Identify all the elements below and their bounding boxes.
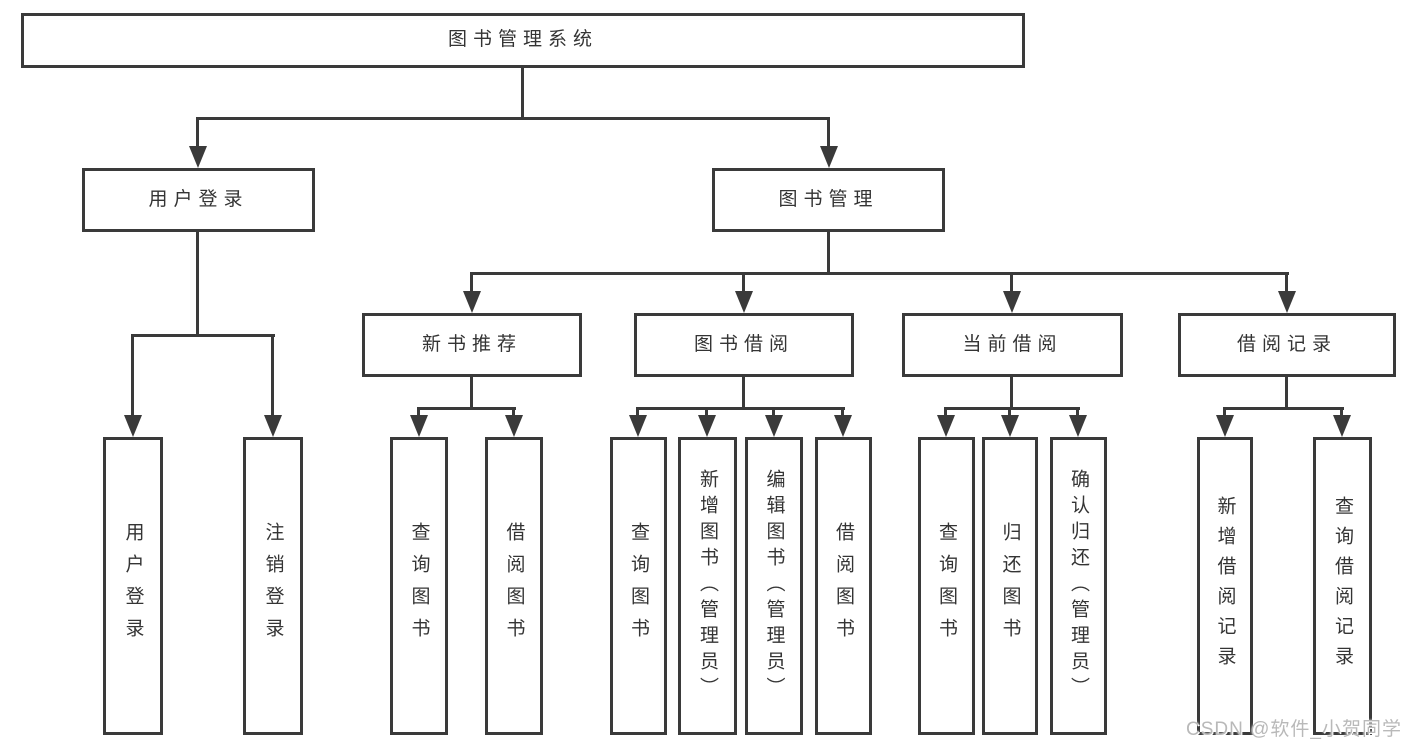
connector-line — [1285, 272, 1288, 295]
connector-line — [944, 407, 947, 420]
connector-line — [636, 407, 845, 410]
leaf-label: 确认归还（管理员） — [1068, 469, 1089, 703]
leaf-label: 查询图书 — [408, 522, 430, 650]
leaf-user-login: 用户登录 — [103, 437, 163, 735]
connector-line — [827, 232, 830, 275]
connector-line — [705, 407, 708, 420]
connector-line — [1008, 407, 1011, 420]
connector-line — [841, 407, 844, 420]
leaf-logout: 注销登录 — [243, 437, 303, 735]
leaf-add-books-admin: 新增图书（管理员） — [678, 437, 737, 735]
connector-line — [196, 117, 830, 120]
connector-line — [827, 117, 830, 150]
leaf-label: 编辑图书（管理员） — [763, 469, 785, 703]
leaf-return-books: 归还图书 — [982, 437, 1038, 735]
connector-line — [1010, 272, 1013, 295]
arrowhead — [1333, 415, 1351, 437]
node-label: 图书管理 — [778, 188, 879, 210]
connector-line — [1223, 407, 1226, 420]
connector-line — [742, 272, 745, 295]
node-root-library-system: 图书管理系统 — [21, 13, 1025, 68]
leaf-label: 查询图书 — [936, 522, 957, 650]
connector-line — [470, 272, 1289, 275]
connector-line — [196, 232, 199, 337]
arrowhead — [410, 415, 428, 437]
arrowhead — [820, 146, 838, 168]
node-label: 图书借阅 — [693, 333, 794, 355]
leaf-query-books-borrow: 查询图书 — [610, 437, 667, 735]
connector-line — [1285, 377, 1288, 410]
node-book-management: 图书管理 — [712, 168, 945, 232]
arrowhead — [765, 415, 783, 437]
leaf-query-books-current: 查询图书 — [918, 437, 975, 735]
leaf-query-borrow-record: 查询借阅记录 — [1313, 437, 1372, 735]
connector-line — [1010, 377, 1013, 410]
node-label: 新书推荐 — [421, 333, 522, 355]
arrowhead — [463, 291, 481, 313]
connector-line — [1223, 407, 1344, 410]
leaf-label: 用户登录 — [122, 522, 144, 650]
connector-line — [512, 407, 515, 420]
leaf-borrow-books-recommend: 借阅图书 — [485, 437, 543, 735]
node-label: 图书管理系统 — [447, 29, 598, 51]
connector-line — [271, 334, 274, 420]
node-borrow-records: 借阅记录 — [1178, 313, 1396, 377]
node-current-borrow: 当前借阅 — [902, 313, 1123, 377]
arrowhead — [264, 415, 282, 437]
arrowhead — [1001, 415, 1019, 437]
node-user-login: 用户登录 — [82, 168, 315, 232]
node-label: 当前借阅 — [962, 333, 1063, 355]
connector-line — [944, 407, 1080, 410]
leaf-edit-books-admin: 编辑图书（管理员） — [745, 437, 803, 735]
node-book-borrow: 图书借阅 — [634, 313, 854, 377]
connector-line — [636, 407, 639, 420]
connector-line — [131, 334, 275, 337]
arrowhead — [1069, 415, 1087, 437]
connector-line — [417, 407, 516, 410]
arrowhead — [1278, 291, 1296, 313]
connector-line — [470, 377, 473, 410]
leaf-label: 查询借阅记录 — [1332, 496, 1353, 676]
arrowhead — [505, 415, 523, 437]
leaf-query-books-recommend: 查询图书 — [390, 437, 448, 735]
arrowhead — [629, 415, 647, 437]
node-label: 用户登录 — [148, 188, 249, 210]
connector-line — [772, 407, 775, 420]
leaf-label: 新增图书（管理员） — [697, 469, 718, 703]
connector-line — [521, 68, 524, 120]
arrowhead — [124, 415, 142, 437]
leaf-label: 借阅图书 — [833, 522, 854, 650]
arrowhead — [189, 146, 207, 168]
arrowhead — [735, 291, 753, 313]
leaf-borrow-books: 借阅图书 — [815, 437, 872, 735]
leaf-label: 借阅图书 — [503, 522, 525, 650]
arrowhead — [1216, 415, 1234, 437]
node-label: 借阅记录 — [1236, 333, 1337, 355]
node-new-book-recommend: 新书推荐 — [362, 313, 582, 377]
connector-line — [470, 272, 473, 295]
connector-line — [417, 407, 420, 420]
leaf-label: 查询图书 — [628, 522, 649, 650]
leaf-label: 归还图书 — [999, 522, 1021, 650]
leaf-add-borrow-record: 新增借阅记录 — [1197, 437, 1253, 735]
arrowhead — [698, 415, 716, 437]
csdn-watermark: CSDN @软件_小贺同学 — [1186, 719, 1402, 740]
connector-line — [1076, 407, 1079, 420]
connector-line — [1340, 407, 1343, 420]
arrowhead — [1003, 291, 1021, 313]
connector-line — [196, 117, 199, 150]
leaf-label: 注销登录 — [262, 522, 284, 650]
connector-line — [131, 334, 134, 420]
leaf-label: 新增借阅记录 — [1214, 496, 1236, 676]
arrowhead — [834, 415, 852, 437]
leaf-confirm-return-admin: 确认归还（管理员） — [1050, 437, 1107, 735]
connector-line — [742, 377, 745, 410]
arrowhead — [937, 415, 955, 437]
